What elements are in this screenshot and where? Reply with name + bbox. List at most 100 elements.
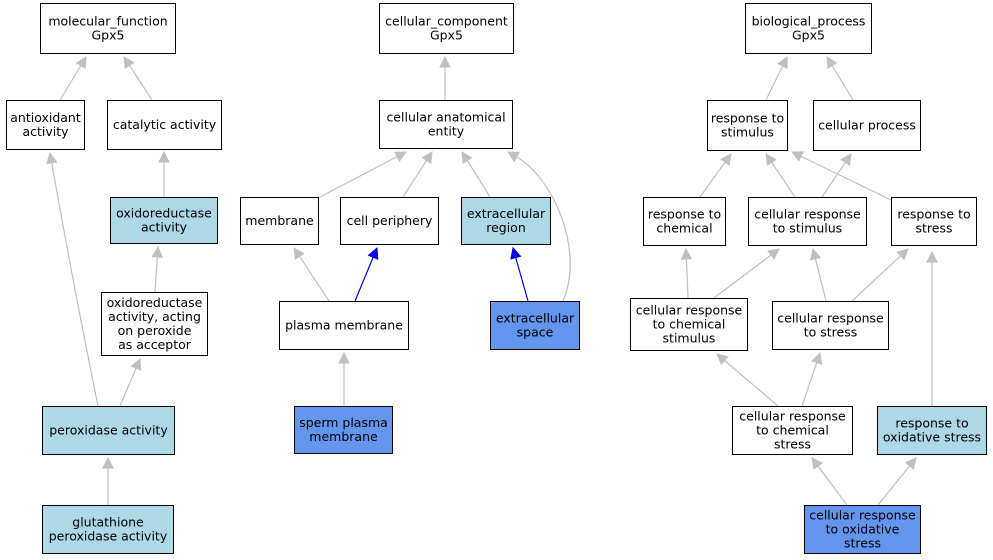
arrowhead <box>680 247 693 260</box>
node-label-line: as acceptor <box>118 337 192 352</box>
arrowhead <box>461 151 473 164</box>
edge-line <box>831 65 854 101</box>
edge-periphery-to-anatomical <box>402 151 433 198</box>
edge-plasma_membrane-to-membrane <box>293 247 330 302</box>
edge-line <box>402 160 428 198</box>
node-label-line: to chemical <box>653 317 726 332</box>
arrowhead <box>46 151 58 165</box>
edge-line <box>128 65 153 101</box>
node-label-line: to oxidative <box>826 522 900 537</box>
node-label-line: on peroxide <box>118 323 192 338</box>
edge-peroxidase-to-oxido_peroxide <box>119 357 142 407</box>
node-label-line: activity <box>22 124 69 139</box>
edge-layer <box>46 55 938 506</box>
edge-resp_stress-to-resp_stimulus <box>790 151 892 201</box>
edge-cell_resp_chem_stress-to-cell_resp_chem_stim <box>716 353 779 407</box>
node-box <box>813 100 921 151</box>
edge-cell_resp_stimulus-to-cell_process <box>821 153 852 198</box>
edge-line <box>119 367 137 407</box>
edge-cell_resp_chem_stim-to-cell_resp_stimulus <box>713 248 780 299</box>
edge-line <box>821 161 846 198</box>
node-membrane[interactable]: membrane <box>240 197 319 245</box>
node-label-line: cellular anatomical <box>386 110 505 125</box>
node-label-line: cell periphery <box>347 213 433 228</box>
edge-line <box>685 258 689 299</box>
node-plasma-membrane[interactable]: plasma membrane <box>279 301 409 350</box>
node-box <box>340 197 439 245</box>
edge-line <box>877 465 911 506</box>
node-box <box>490 301 580 350</box>
node-label-line: stress <box>774 437 811 452</box>
arrowhead <box>439 55 451 68</box>
edge-cell_resp_stress-to-cell_resp_stimulus <box>809 247 827 302</box>
node-box <box>461 197 551 245</box>
node-box <box>630 298 748 351</box>
arrowhead <box>158 150 170 163</box>
node-label-line: cellular process <box>818 118 916 133</box>
edge-cell_resp_oxidative-to-resp_oxidative <box>877 457 917 506</box>
node-label-line: to stimulus <box>773 221 842 236</box>
node-peroxidase[interactable]: peroxidase activity <box>42 406 175 455</box>
edge-line <box>317 156 398 199</box>
edge-line <box>800 155 892 201</box>
edge-line <box>516 156 571 302</box>
node-label-line: molecular_function <box>48 14 167 29</box>
node-label-line: sperm plasma <box>299 415 388 430</box>
edge-line <box>51 162 99 407</box>
edge-resp_stimulus-to-bp <box>765 55 788 101</box>
node-label-line: space <box>517 325 554 340</box>
edge-cell_resp_stress-to-resp_stress <box>851 248 909 302</box>
edge-line <box>851 255 902 302</box>
arrowhead <box>809 247 822 261</box>
node-box <box>772 301 889 350</box>
arrowhead <box>811 351 823 365</box>
node-label-line: cellular response <box>754 207 861 222</box>
node-label-line: Gpx5 <box>430 28 463 43</box>
node-label-line: entity <box>428 124 465 139</box>
edge-line <box>59 65 82 101</box>
edge-line <box>765 65 784 101</box>
node-periphery[interactable]: cell periphery <box>340 197 439 245</box>
node-label-line: membrane <box>309 429 378 444</box>
node-box <box>42 505 174 554</box>
node-box <box>101 292 208 356</box>
node-box <box>643 197 726 246</box>
node-cell-process[interactable]: cellular process <box>813 100 921 151</box>
node-label-line: Gpx5 <box>92 28 125 43</box>
arrowhead <box>926 250 938 263</box>
node-label-line: cellular response <box>777 311 884 326</box>
node-label-line: response to <box>895 416 968 431</box>
node-catalytic[interactable]: catalytic activity <box>107 100 222 150</box>
node-label-line: cellular response <box>636 303 743 318</box>
edge-cell_resp_oxidative-to-cell_resp_chem_stress <box>811 457 848 506</box>
edge-line <box>466 160 491 198</box>
arrowhead <box>293 247 305 260</box>
node-box <box>107 100 222 150</box>
edge-line <box>354 257 374 302</box>
node-label-line: oxidative stress <box>883 430 981 445</box>
node-label-line: response to <box>648 207 721 222</box>
node-box <box>40 3 176 54</box>
